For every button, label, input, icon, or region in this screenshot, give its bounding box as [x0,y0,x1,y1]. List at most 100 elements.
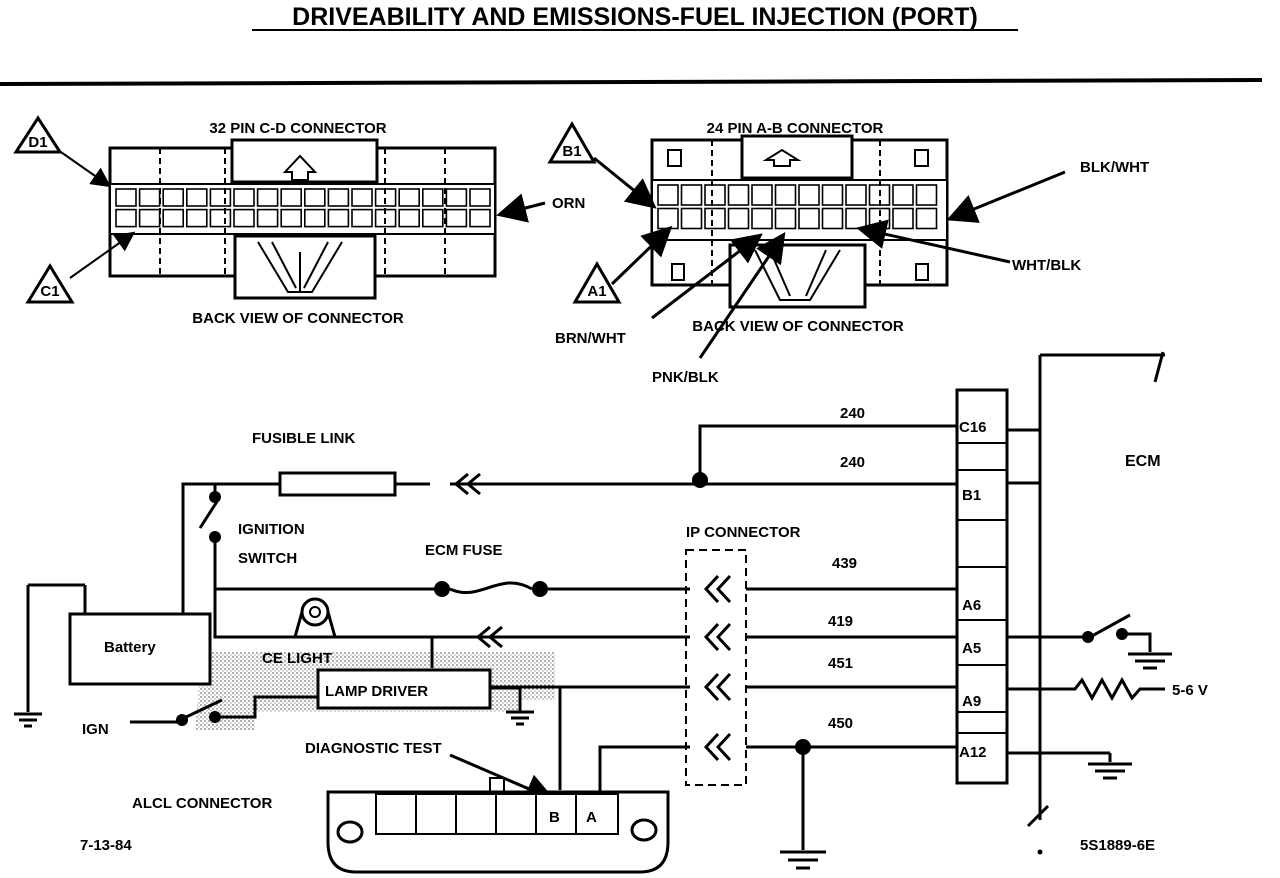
connector-pin [303,188,326,207]
connector-pin [421,208,444,228]
connector-pin [751,207,773,230]
connector-pin [445,188,468,207]
connector-pin [162,188,184,207]
ground-icon-2 [1007,751,1132,780]
ground-icon-3 [14,583,87,728]
connector-32-pin-pins [115,188,491,228]
connector-pin [469,188,491,207]
alcl-connector-label: ALCL CONNECTOR [132,795,272,812]
connector-pin [256,208,279,228]
ecm-pin-a9: A9 [962,693,981,710]
connector-pin [845,184,867,206]
connector-pin [727,207,750,230]
connector-chevron-icon-2 [475,625,503,649]
connector-pin [280,188,303,207]
connector-pin [351,208,373,228]
circuit-419: 419 [828,613,853,630]
connector-pin [445,208,468,228]
fusible-link-label: FUSIBLE LINK [252,430,355,447]
wire-label-pnk-blk: PNK/BLK [652,369,719,386]
connector-pin [280,208,303,228]
lamp-driver-label: LAMP DRIVER [325,683,428,700]
ground-icon [780,850,826,870]
callout-c1-triangle [25,263,75,304]
connector-24-pin-pins [657,184,938,230]
connector-pin [233,188,255,207]
wire-label-wht-blk: WHT/BLK [1012,257,1081,274]
circuit-240-upper: 240 [840,405,865,422]
connector-pin [303,208,326,228]
connector-pin [657,207,679,230]
connector-pin [821,184,844,206]
connector-pin [680,207,703,230]
page-title: DRIVEABILITY AND EMISSIONS-FUEL INJECTIO… [292,3,978,31]
connector-pin [798,184,820,206]
circuit-439: 439 [832,555,857,572]
connector-pin [915,184,938,206]
connector-32-pin-view: BACK VIEW OF CONNECTOR [192,310,404,327]
connector-pin [138,188,161,207]
ecm-fuse-label: ECM FUSE [425,542,503,559]
connector-pin [704,184,726,206]
connector-24-pin-view: BACK VIEW OF CONNECTOR [692,318,904,335]
voltage-label: 5-6 V [1172,682,1208,699]
wire-label-brn-wht: BRN/WHT [555,330,626,347]
ecm-pin-a6: A6 [962,597,981,614]
footer-date: 7-13-84 [80,837,132,854]
ecm-pin-c16: C16 [959,419,987,436]
connector-pin [115,188,137,207]
arrow-up-icon [282,154,318,181]
footer-code: 5S1889-6E [1080,837,1155,854]
header-rule [0,78,1263,86]
connector-32-pin: 32 PIN C-D CONNECTOR BACK VIEW OF CONNEC… [13,115,585,327]
connector-pin [398,188,421,207]
circuit-240-lower: 240 [840,454,865,471]
connector-pin [398,208,421,228]
fusible-link [278,471,397,497]
arrow-up-icon-2 [762,148,802,167]
ip-connector-label: IP CONNECTOR [686,524,801,541]
ecm-switch-a5 [1007,613,1172,670]
connector-pin [351,188,373,207]
callout-d1: D1 [28,134,47,151]
battery [68,612,212,686]
wire-label-blk-wht: BLK/WHT [1080,159,1149,176]
connector-chevron-icon [453,472,481,496]
alcl-pin-b: B [549,809,560,826]
connector-pin [469,208,491,228]
connector-pin [186,188,208,207]
ecm-fuse [449,581,533,595]
connector-pin [186,208,208,228]
callout-d1-triangle [13,115,63,154]
ign-label: IGN [82,721,109,738]
ip-chevron-icon-1 [703,574,732,604]
connector-pin [798,207,820,230]
connector-pin [209,188,232,207]
connector-pin [327,188,350,207]
ecm-pin-b1: B1 [962,487,981,504]
ecm-block: ECM C16 B1 A6 A5 A9 A12 [955,351,1165,828]
ce-light-icon [293,597,337,638]
callout-c1: C1 [40,283,59,300]
connector-pin [256,188,279,207]
connector-pin [774,207,797,230]
ip-chevron-icon-4 [703,732,732,762]
connector-pin [892,207,914,230]
connector-pin [421,188,444,207]
callout-a1-triangle [572,261,622,304]
connector-pin [233,208,255,228]
connector-pin [915,207,938,230]
connector-pin [115,208,137,228]
connector-pin [327,208,350,228]
diagnostic-test-label: DIAGNOSTIC TEST [305,740,442,757]
alcl-pin-a: A [586,809,597,826]
ip-connector [685,549,747,786]
connector-pin [162,208,184,228]
wire-label-orn: ORN [552,195,585,212]
callout-b1: B1 [562,143,581,160]
circuit-451: 451 [828,655,853,672]
resistor-icon [1007,676,1165,702]
ip-chevron-icon-2 [703,622,732,652]
ecm-pin-a12: A12 [959,744,987,761]
circuit-450: 450 [828,715,853,732]
